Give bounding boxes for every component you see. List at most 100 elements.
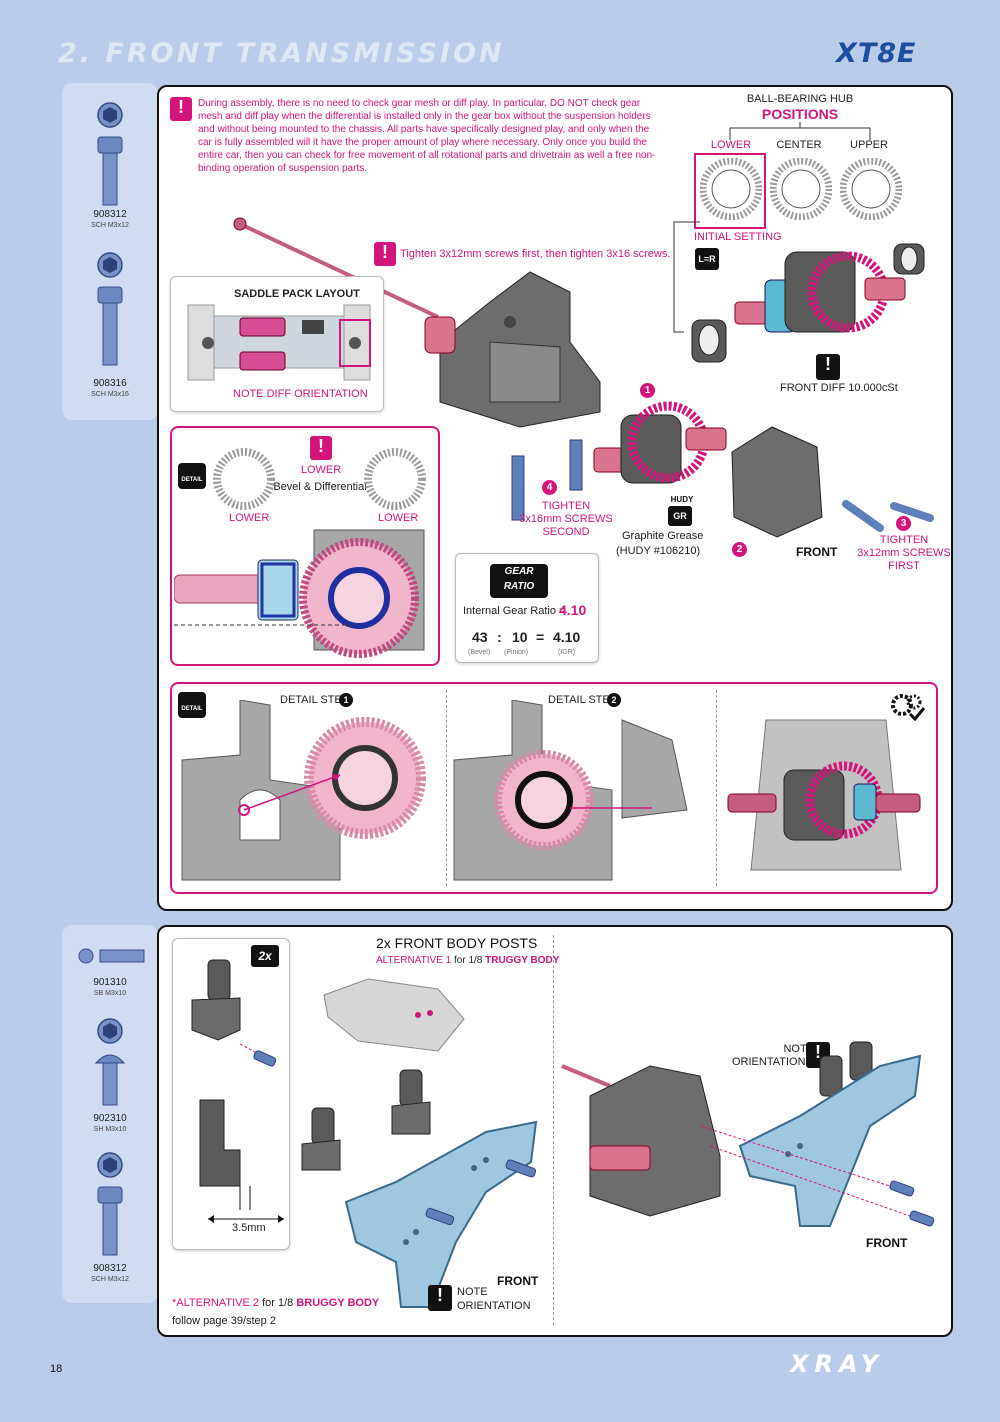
note-orientation-1: ORIENTATION bbox=[457, 1300, 531, 1312]
front-diff-label: FRONT DIFF 10.000cSt bbox=[780, 382, 898, 394]
front-label: FRONT bbox=[866, 1236, 908, 1250]
xt8e-logo: XT8E bbox=[836, 38, 917, 69]
truggy-body-illustration bbox=[323, 978, 465, 1052]
note-orientation-2: ORIENTATION bbox=[732, 1056, 806, 1068]
bevel-value: 43 bbox=[472, 629, 488, 645]
multiplier-badge: 2x bbox=[251, 945, 279, 967]
alt1-prefix: ALTERNATIVE 1 bbox=[376, 955, 452, 966]
part-code: 908316 bbox=[93, 378, 127, 389]
note-orientation-1: NOTE bbox=[457, 1286, 488, 1298]
screw-icon bbox=[842, 500, 884, 532]
ratio-equals: = bbox=[536, 629, 545, 645]
exclamation-icon: ! bbox=[816, 354, 840, 380]
detail-divider bbox=[446, 690, 447, 886]
xray-logo: XRAY bbox=[790, 1350, 885, 1378]
hub-position-upper: UPPER bbox=[850, 139, 888, 151]
diff-orientation-note: NOTE DIFF ORIENTATION bbox=[233, 388, 368, 400]
front-label: FRONT bbox=[497, 1274, 539, 1288]
pin-icon bbox=[78, 948, 145, 964]
part-code: 901310 bbox=[93, 977, 127, 988]
hub-title: BALL-BEARING HUB bbox=[746, 93, 854, 105]
detail-step-2-label: DETAIL STEP bbox=[548, 694, 618, 706]
screw-icon bbox=[569, 439, 583, 491]
detail-top-sub: Bevel & Differential bbox=[273, 481, 367, 493]
tighten-first-line: FIRST bbox=[888, 560, 920, 572]
shock-tower-illustration bbox=[344, 1120, 538, 1308]
hudy-logo: HUDY bbox=[670, 495, 694, 504]
alternative-2: *ALTERNATIVE 2 for 1/8 BRUGGY BODY bbox=[172, 1297, 379, 1309]
pinion-caption: (Pinion) bbox=[504, 649, 529, 656]
grease-label: Graphite Grease bbox=[622, 530, 704, 542]
callout-4: 4 bbox=[542, 480, 557, 495]
page-title: 2. FRONT TRANSMISSION bbox=[58, 38, 505, 69]
detail-step-2-illustration bbox=[453, 700, 688, 881]
bevel-caption: (Bevel) bbox=[468, 649, 491, 656]
alt1-body: TRUGGY BODY bbox=[485, 955, 560, 966]
tighten-first-line: TIGHTEN bbox=[879, 534, 929, 546]
warning-icon: ! bbox=[170, 97, 192, 121]
callout-3: 3 bbox=[896, 516, 911, 531]
pointer-line bbox=[673, 221, 700, 333]
screw-icon bbox=[94, 1018, 126, 1106]
detail-step-1-illustration bbox=[181, 700, 426, 881]
driveshaft-illustration bbox=[233, 217, 439, 319]
body-post-illustration bbox=[191, 959, 277, 1067]
part-code: 908312 bbox=[93, 209, 127, 220]
body-post-pair-illustration bbox=[301, 1069, 431, 1171]
tighten-second-line: 3x16mm SCREWS bbox=[519, 513, 613, 525]
body-post-side-illustration bbox=[199, 1099, 251, 1210]
grease-icon: GR bbox=[668, 506, 692, 526]
internal-gear-ratio-label: Internal Gear Ratio = bbox=[463, 605, 566, 617]
alt2-follow: follow page 39/step 2 bbox=[172, 1315, 276, 1327]
gear-check-icon bbox=[891, 694, 926, 722]
assembled-diff-illustration bbox=[727, 719, 921, 871]
hub-subtitle: POSITIONS bbox=[761, 106, 839, 122]
igr-caption: (IGR) bbox=[558, 649, 576, 656]
detail-left-label: LOWER bbox=[229, 512, 270, 524]
hub-position-center: CENTER bbox=[776, 139, 822, 151]
igr-value: 4.10 bbox=[553, 629, 581, 645]
detail-diff-illustration bbox=[174, 529, 425, 658]
gearbox-cover-illustration bbox=[731, 426, 823, 538]
detail-divider bbox=[716, 690, 717, 886]
part-name: SH M3x10 bbox=[93, 1126, 127, 1133]
part-name: SCH M3x12 bbox=[91, 222, 129, 229]
grease-code: (HUDY #106210) bbox=[616, 545, 701, 557]
alt2-mid: for 1/8 bbox=[259, 1297, 297, 1309]
bearing-ring bbox=[213, 448, 275, 510]
callout-2: 2 bbox=[732, 542, 747, 557]
tighten-first-line: 3x12mm SCREWS bbox=[857, 547, 951, 559]
body-posts-title: 2x FRONT BODY POSTS bbox=[376, 935, 538, 951]
part-code: 908312 bbox=[93, 1263, 127, 1274]
tighten-second-line: TIGHTEN bbox=[541, 500, 591, 512]
hub-lower-highlight bbox=[694, 153, 766, 229]
gear-badge-bottom: RATIO bbox=[503, 581, 535, 592]
exclamation-icon: ! bbox=[310, 436, 332, 460]
bearing-ring-upper bbox=[840, 158, 902, 220]
hub-bracket bbox=[729, 122, 871, 140]
part-code: 902310 bbox=[93, 1113, 127, 1124]
part-name: SCH M3x12 bbox=[91, 1276, 129, 1283]
bearing-ring-lower bbox=[700, 158, 762, 220]
alt1-mid: for 1/8 bbox=[451, 955, 486, 966]
saddle-illustration bbox=[187, 304, 371, 381]
alt2-body: BRUGGY BODY bbox=[296, 1297, 380, 1309]
detail-step-1-number: 1 bbox=[339, 693, 353, 707]
initial-setting-label: INITIAL SETTING bbox=[694, 231, 782, 243]
detail-icon: DETAIL bbox=[178, 463, 206, 489]
screw-icon bbox=[511, 455, 525, 521]
gearbox-body-post-assembly bbox=[561, 1041, 935, 1227]
step2-divider bbox=[553, 935, 554, 1325]
front-label: FRONT bbox=[796, 545, 838, 559]
step1-parts-sidebar: 908312 SCH M3x12 908316 SCH M3x16 bbox=[62, 83, 158, 420]
screw-icon bbox=[97, 1152, 123, 1256]
gear-ratio-badge: GEAR RATIO bbox=[490, 564, 548, 598]
screw-icon bbox=[890, 502, 934, 522]
tighten-note: Tighten 3x12mm screws first, then tighte… bbox=[400, 248, 671, 260]
measure-label: 3.5mm bbox=[232, 1222, 266, 1234]
body-post-detail-box bbox=[172, 938, 290, 1250]
lr-icon: L=R bbox=[695, 248, 719, 270]
saddle-title: SADDLE PACK LAYOUT bbox=[234, 288, 360, 300]
bearing-ring-center bbox=[770, 158, 832, 220]
detail-step-2-number: 2 bbox=[607, 693, 621, 707]
